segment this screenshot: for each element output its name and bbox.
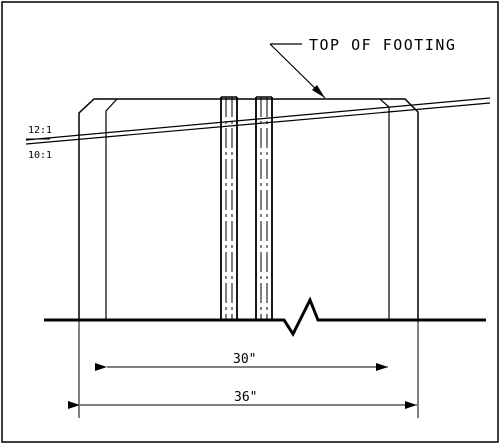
callout-arrowhead (312, 85, 325, 98)
slope-line-12-to-1 (25, 97, 491, 141)
rebar-pair-right (255, 96, 273, 320)
rebar-pair-left (220, 96, 238, 320)
slope-line-10-to-1 (25, 102, 491, 145)
footing-outline-inner (105, 98, 118, 320)
dimension-label-inner: 30" (233, 352, 256, 367)
slope-label-upper: 12:1 (28, 125, 52, 136)
base-line-with-break (44, 296, 486, 338)
dimension-label-outer: 36" (234, 390, 257, 405)
callout-label: TOP OF FOOTING (309, 36, 456, 54)
footing-outline-outer (78, 98, 419, 320)
slope-label-lower: 10:1 (28, 150, 52, 161)
footing-outline-inner-right (379, 98, 390, 320)
